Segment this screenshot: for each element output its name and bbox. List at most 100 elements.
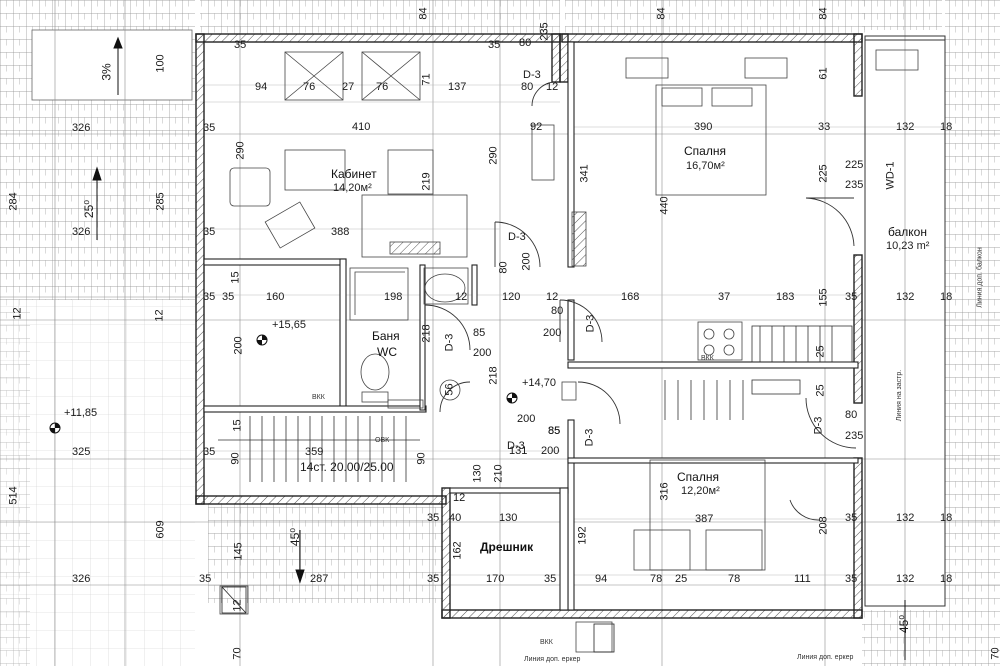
- dim-bath-9: 200: [543, 327, 562, 339]
- dim-low-10: 387: [695, 513, 714, 525]
- dim-kab-9: 290: [487, 146, 500, 165]
- dim-bath-18: 12: [11, 307, 24, 320]
- room-sub-banya: WC: [377, 345, 397, 359]
- dim-bot-6: 94: [595, 573, 608, 585]
- dim-kab-3: 27: [342, 81, 355, 93]
- dim-bath-13: 85: [473, 327, 486, 339]
- dim-bot-11: 35: [845, 573, 858, 585]
- dim-left-12: 145: [232, 542, 245, 561]
- dim-kab-4: 76: [376, 81, 389, 93]
- note-balcony-line: Линия доп. балкон: [976, 247, 984, 308]
- dim-left-3: 284: [7, 192, 20, 211]
- dim-low-4: 130: [471, 464, 484, 483]
- door-tag-6: D-3: [507, 440, 525, 452]
- dim-bath-10: 35: [203, 291, 216, 303]
- dim-bot-5: 170: [486, 573, 505, 585]
- dim-bath-11: 200: [232, 336, 245, 355]
- dim-bath-1: 15: [229, 271, 242, 284]
- dim-low-3: 90: [415, 452, 428, 465]
- dim-low-5: 131: [509, 445, 528, 457]
- dim-bot-10: 111: [794, 573, 811, 585]
- door-tag-4: D-3: [443, 333, 456, 352]
- room-name-balkon: балкон: [888, 225, 927, 239]
- note-bay-line-1: Линия доп. еркер: [524, 656, 581, 663]
- dim-right-4: 341: [578, 164, 591, 183]
- dim-bot-13: 18: [940, 573, 953, 585]
- dim-left-4: 285: [154, 192, 167, 211]
- dim-bath-14: 200: [473, 347, 492, 359]
- dim-kab-11: 388: [331, 226, 350, 238]
- room-area-kabinet: 14,20м²: [333, 182, 372, 194]
- dim-left-6: 12: [153, 309, 166, 322]
- dim-mid-11: 25: [814, 345, 827, 358]
- dim-bath-16: 56: [443, 383, 456, 396]
- dim-right-10: 440: [658, 196, 671, 215]
- dim-kab-7: 410: [352, 121, 371, 133]
- dim-left-20: 35: [544, 573, 557, 585]
- dim-bot-8: 25: [675, 573, 688, 585]
- dim-bath-8: 200: [520, 252, 533, 271]
- roof-tiles-left-lower: [0, 300, 30, 666]
- dim-left-11: 287: [310, 573, 329, 585]
- dim-top-6: 84: [655, 7, 668, 20]
- dim-kab-14: 35: [222, 291, 235, 303]
- dim-left-7: 325: [72, 446, 91, 458]
- bath-fixtures: [349, 267, 577, 409]
- stair-treads: [218, 325, 853, 482]
- dim-mid-12: 25: [814, 384, 827, 397]
- roof-flat-area: [31, 29, 193, 101]
- dim-left-2: 326: [72, 122, 91, 134]
- level-markers: [49, 334, 518, 434]
- bedroom2-furniture: [219, 459, 766, 653]
- exterior-walls: [195, 33, 863, 619]
- door-swings: [424, 81, 857, 521]
- level-label-1: +15,65: [272, 319, 306, 331]
- window-symbols: [221, 586, 615, 653]
- dim-mid-10: 85: [548, 425, 561, 437]
- dim-top-5: 84: [417, 7, 430, 20]
- dim-low-12: 35: [845, 512, 858, 524]
- door-tag-5: D-3: [583, 428, 596, 447]
- dim-bath-4: 12: [455, 291, 468, 303]
- dim-bot-1: 40: [449, 512, 462, 524]
- dim-left-8: 514: [7, 486, 20, 505]
- dim-left-5: 326: [72, 226, 91, 238]
- door-tag-3: D-3: [584, 314, 597, 333]
- dim-kab-12: 35: [203, 122, 216, 134]
- window-door-tag: WD-1: [884, 161, 897, 190]
- dim-mid-3: 183: [776, 291, 795, 303]
- dim-mid-6: 132: [896, 291, 915, 303]
- note-bay-line-2: Линия доп. еркер: [797, 654, 854, 661]
- slope-label-1: 3%: [99, 63, 114, 81]
- dim-kab-2: 76: [303, 81, 316, 93]
- door-tag-2: D-3: [508, 231, 526, 243]
- dim-top-7: 84: [817, 7, 830, 20]
- room-area-spalnya1: 16,70м²: [686, 160, 725, 172]
- dim-kab-10: 219: [420, 172, 433, 191]
- dim-left-18: 35: [203, 446, 216, 458]
- level-label-3: +11,85: [64, 407, 98, 419]
- roof-tiles-top: [200, 0, 560, 34]
- dim-bot-3: 162: [451, 541, 464, 560]
- dim-bot-4: 192: [576, 526, 589, 545]
- dim-bot-2: 130: [499, 512, 518, 524]
- dim-bath-2: 160: [266, 291, 285, 303]
- dim-left-16: 70: [231, 647, 244, 660]
- dim-bot-9: 78: [728, 573, 741, 585]
- slope-arrows: [92, 36, 906, 660]
- dim-right-12: 225: [845, 159, 864, 171]
- dim-mid-8: 80: [551, 305, 564, 317]
- vent-label-2: ВКК: [312, 394, 325, 401]
- room-name-banya: Баня: [372, 329, 400, 343]
- dim-low-2: 90: [229, 452, 242, 465]
- dim-mid-1: 168: [621, 291, 640, 303]
- roof-tiles-right: [945, 0, 1000, 666]
- dim-low-1: 359: [305, 446, 324, 458]
- dim-top-2: 35: [488, 39, 501, 51]
- dim-bot-7: 78: [650, 573, 663, 585]
- interior-walls: [203, 41, 859, 611]
- dim-right-11: 225: [817, 164, 830, 183]
- dimension-ticks: [200, 84, 945, 576]
- dim-left-13: 35: [199, 573, 212, 585]
